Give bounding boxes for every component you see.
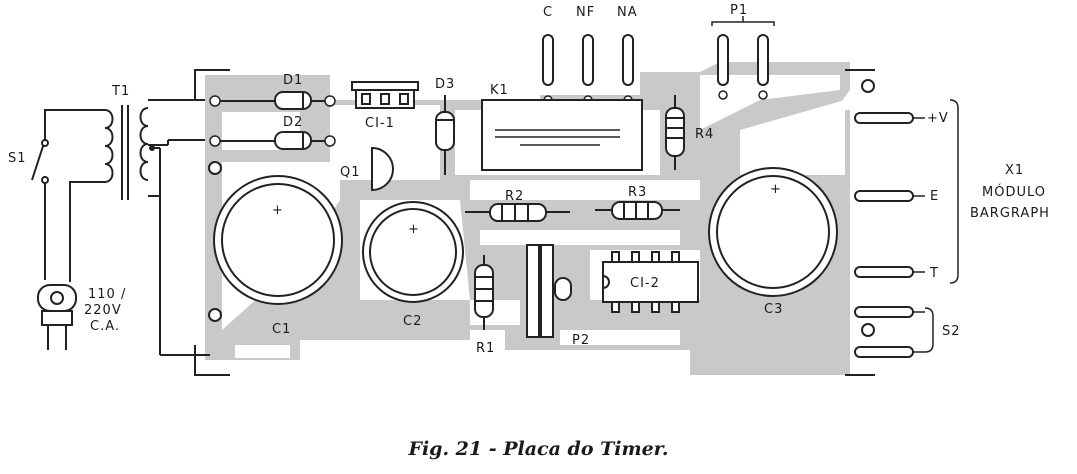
label-p1: P1 <box>730 3 748 18</box>
diode-d3 <box>435 95 455 175</box>
label-r1: R1 <box>476 341 495 356</box>
transistor-q1 <box>371 146 394 192</box>
label-r2: R2 <box>505 189 524 204</box>
trimmer-p2 <box>526 244 572 338</box>
label-q1: Q1 <box>340 165 361 180</box>
label-relay-nf: NF <box>576 5 595 20</box>
transformer-center-tap <box>149 145 155 151</box>
label-ci2: CI-2 <box>630 276 660 291</box>
resistor-r2 <box>465 203 570 222</box>
label-c1: C1 <box>272 322 291 337</box>
label-terminal-t: T <box>929 266 939 281</box>
ic-ci2 <box>602 251 699 313</box>
label-d3: D3 <box>435 77 455 92</box>
label-c3: C3 <box>764 302 783 317</box>
potentiometer-p1-pins <box>711 16 775 86</box>
ac-plug <box>37 284 77 350</box>
label-terminal-plus-v: +V <box>927 111 949 126</box>
label-module-bargraph: BARGRAPH <box>970 206 1050 221</box>
label-relay-c: C <box>543 5 553 20</box>
label-ci1: CI-1 <box>365 116 395 131</box>
polarity-mark-c2: + <box>408 222 420 237</box>
label-r4: R4 <box>695 127 714 142</box>
diode-d2 <box>215 131 330 150</box>
label-plug-line3: C.A. <box>90 319 120 334</box>
regulator-ci1 <box>351 81 419 109</box>
resistor-r3 <box>595 201 680 220</box>
label-terminal-e: E <box>930 189 939 204</box>
capacitor-c2 <box>362 201 464 303</box>
diode-d1 <box>215 91 330 110</box>
polarity-mark-c1: + <box>272 203 284 218</box>
label-plug-line2: 220V <box>84 303 122 318</box>
label-t1: T1 <box>111 84 130 99</box>
mounting-holes <box>208 79 875 337</box>
power-switch-s1 <box>31 109 105 282</box>
label-s1: S1 <box>8 151 27 166</box>
resistor-r1 <box>474 255 494 330</box>
label-module-name: MÓDULO <box>982 184 1046 200</box>
transformer-t1 <box>104 99 210 356</box>
label-p2: P2 <box>572 333 590 348</box>
capacitor-c3 <box>708 167 838 297</box>
label-d2: D2 <box>283 115 303 130</box>
module-brackets <box>924 99 959 353</box>
label-d1: D1 <box>283 73 303 88</box>
label-r3: R3 <box>628 185 647 200</box>
figure-caption: Fig. 21 - Placa do Timer. <box>408 438 669 460</box>
relay-contact-pins <box>542 34 634 86</box>
module-terminal-pins <box>854 112 914 358</box>
capacitor-c1 <box>213 175 343 305</box>
relay-k1 <box>481 99 643 171</box>
polarity-mark-c3: + <box>770 182 782 197</box>
module-terminal-leads <box>913 117 925 353</box>
label-c2: C2 <box>403 314 422 329</box>
label-s2: S2 <box>942 324 961 339</box>
label-k1: K1 <box>490 83 509 98</box>
label-plug-line1: 110 / <box>88 287 126 302</box>
label-module-x1: X1 <box>1005 163 1024 178</box>
resistor-r4 <box>665 95 685 170</box>
label-relay-na: NA <box>617 5 638 20</box>
